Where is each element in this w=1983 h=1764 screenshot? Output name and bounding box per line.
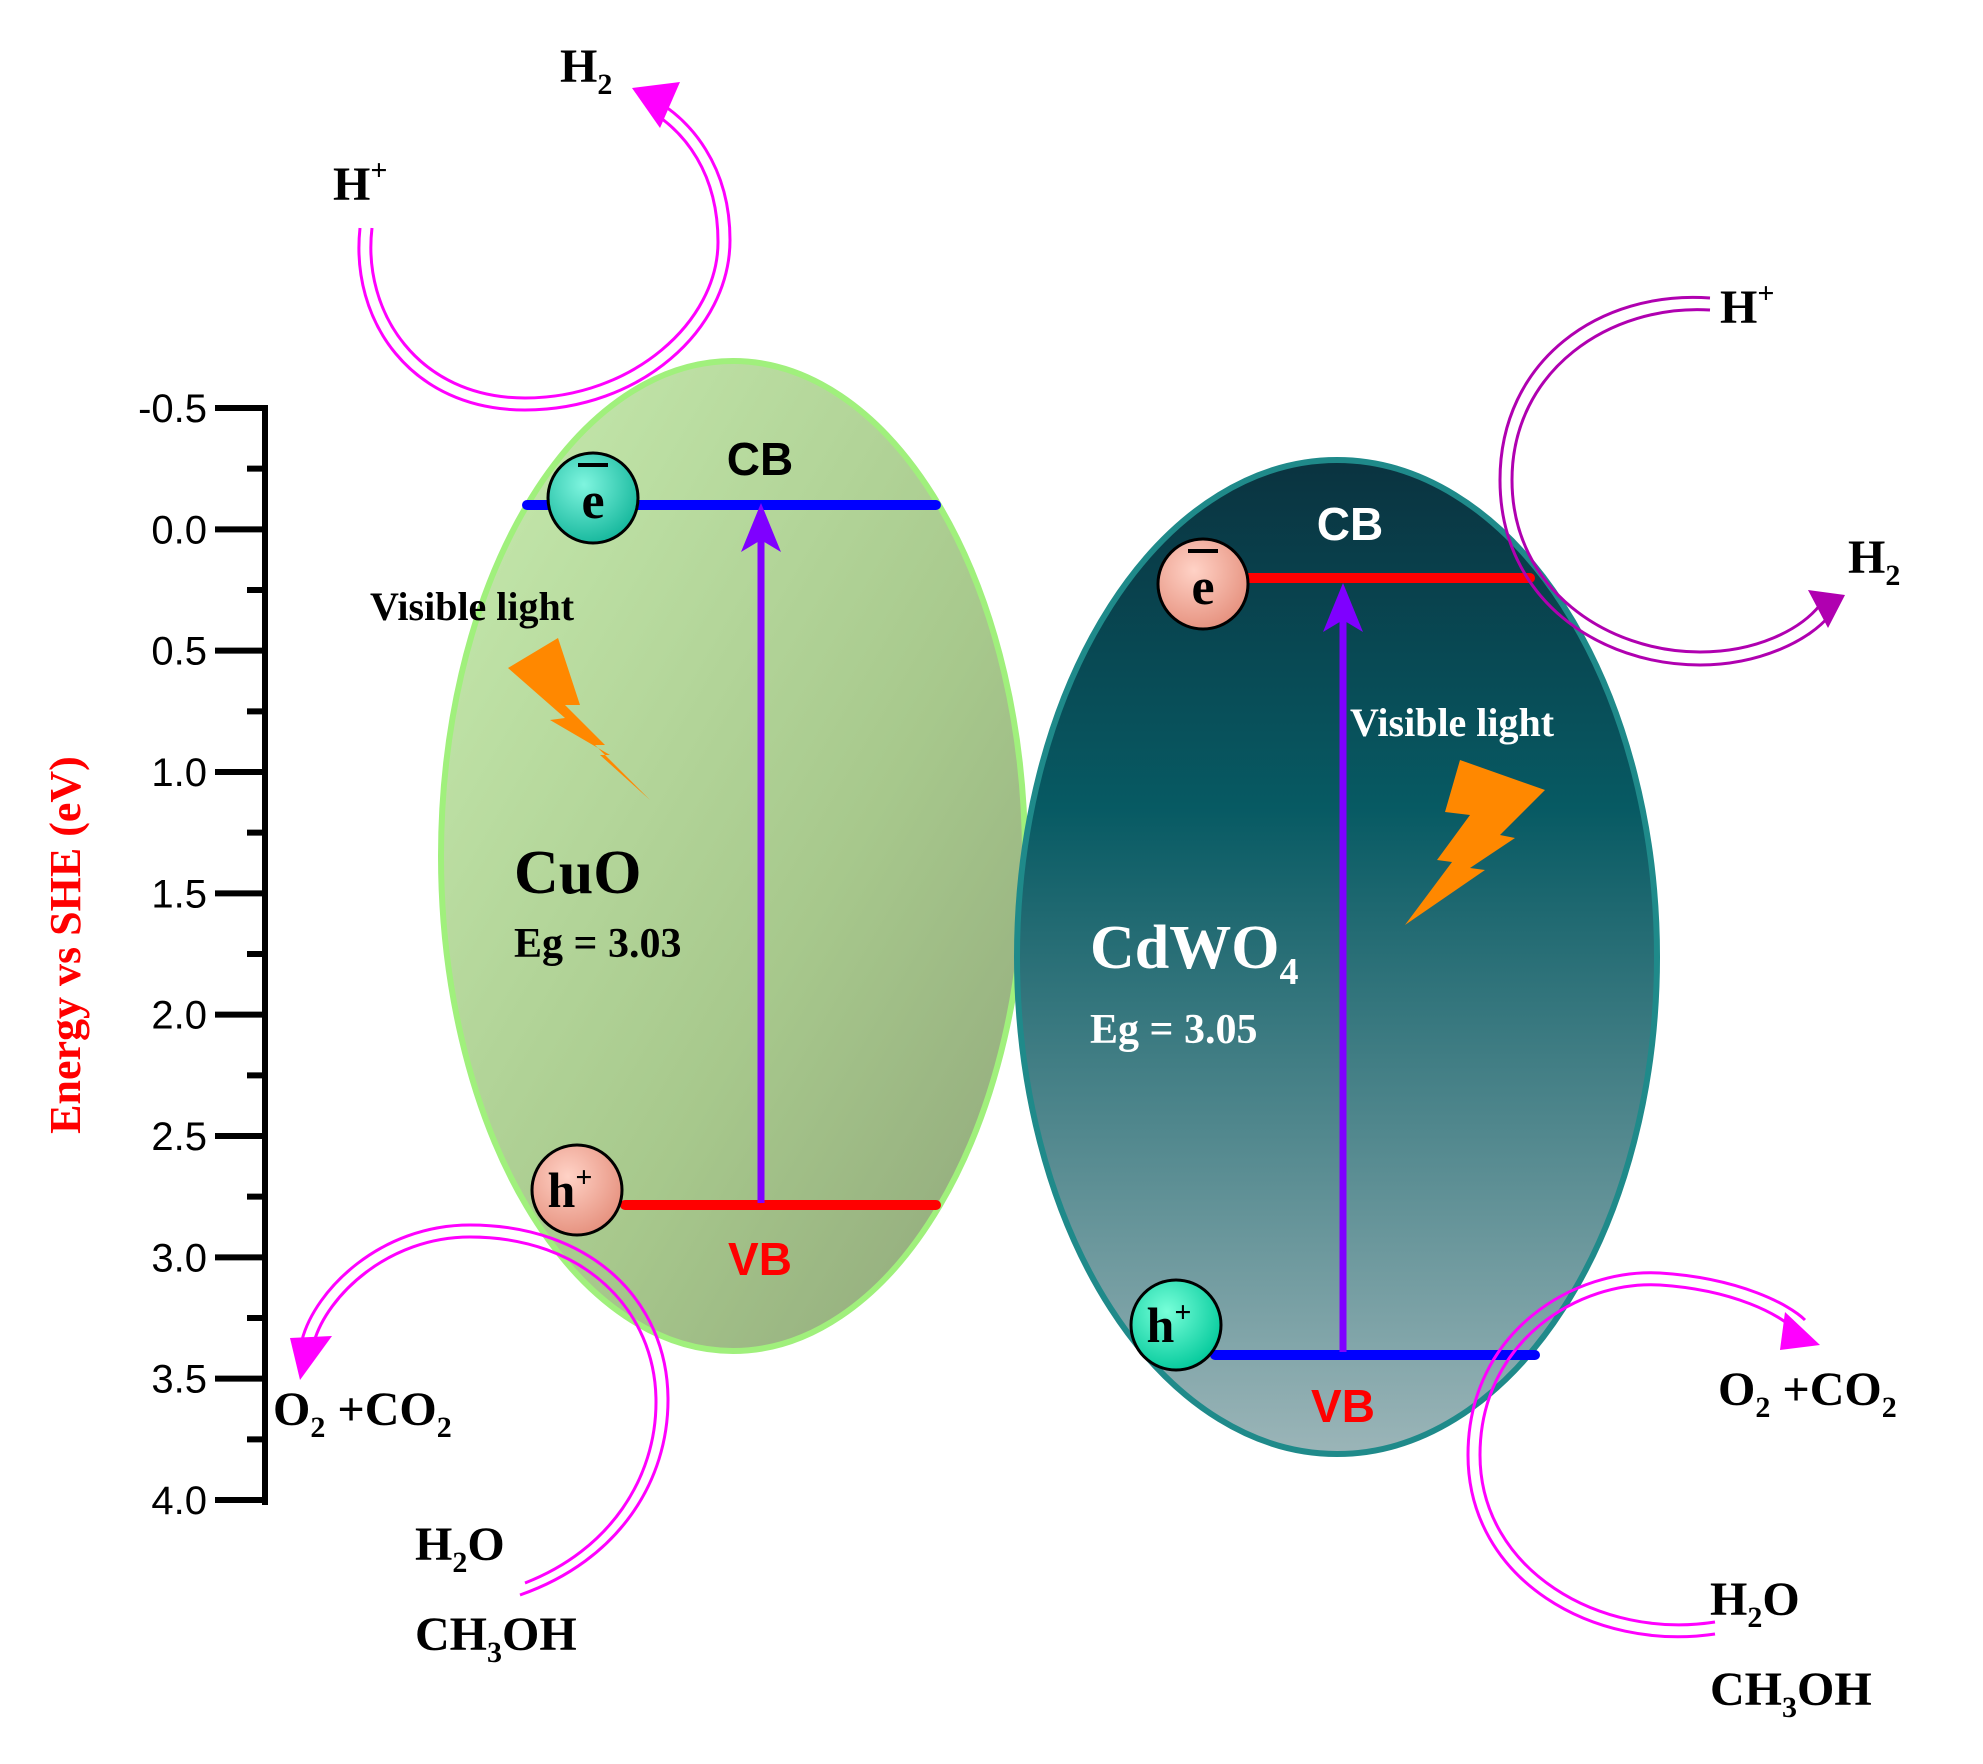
- cuo-hole: h+: [530, 1143, 624, 1237]
- cuo-vb-label: VB: [728, 1233, 792, 1285]
- cdwo4-vb-label: VB: [1311, 1380, 1375, 1432]
- cdwo4-cb-label: CB: [1317, 498, 1383, 550]
- axis-tick-label: 3.5: [151, 1358, 207, 1402]
- cdwo4-lightning-icon: [1405, 760, 1545, 925]
- cdwo4-semiconductor: CB VB e h+ Visible light CdWO4 Eg = 3.05: [1014, 457, 1660, 1457]
- axis-tick-label: 3.0: [151, 1236, 207, 1280]
- svg-text:h+: h+: [1147, 1296, 1192, 1353]
- right-products: O2 +CO2: [1718, 1363, 1897, 1424]
- cuo-eg: Eg = 3.03: [514, 921, 681, 967]
- cuo-lightning-icon: [508, 638, 650, 800]
- svg-text:e: e: [581, 473, 604, 530]
- cdwo4-name: CdWO4: [1090, 914, 1298, 993]
- cuo-light-label: Visible light: [370, 584, 575, 629]
- cdwo4-electron: e: [1156, 537, 1250, 631]
- left-top-reduction-arrow: [357, 82, 732, 412]
- cuo-cb-label: CB: [727, 433, 793, 485]
- left-top-hplus: H+: [333, 154, 387, 211]
- axis-tick-label: 2.5: [151, 1115, 207, 1159]
- left-products: O2 +CO2: [273, 1383, 452, 1444]
- svg-text:e: e: [1191, 559, 1214, 616]
- cuo-excitation-arrowhead: [741, 503, 781, 552]
- axis-tick-label: 4.0: [151, 1479, 207, 1523]
- left-reactant-water: H2O: [415, 1518, 505, 1579]
- cdwo4-ellipse: [1014, 457, 1660, 1457]
- cuo-semiconductor: CB VB e h+ Visible light CuO Eg = 3.03: [370, 358, 1028, 1354]
- axis-tick-label: 1.5: [151, 872, 207, 916]
- right-top-h2: H2: [1848, 531, 1900, 592]
- cdwo4-hole: h+: [1129, 1278, 1223, 1372]
- right-bottom-oxidation-arrow: [1466, 1271, 1820, 1639]
- cuo-electron: e: [546, 451, 640, 545]
- left-bottom-oxidation-arrow: [290, 1223, 670, 1597]
- axis-tick-label: 0.0: [151, 508, 207, 552]
- cdwo4-eg: Eg = 3.05: [1090, 1007, 1257, 1053]
- right-top-hplus: H+: [1720, 277, 1774, 334]
- axis-tick-label: 1.0: [151, 751, 207, 795]
- left-reactant-methanol: CH3OH: [415, 1608, 577, 1669]
- right-reactant-methanol: CH3OH: [1710, 1663, 1872, 1724]
- cuo-name: CuO: [514, 839, 641, 907]
- cdwo4-excitation-arrowhead: [1323, 583, 1363, 632]
- left-top-h2: H2: [560, 40, 612, 101]
- axis-tick-label: 2.0: [151, 994, 207, 1038]
- axis-tick-label: 0.5: [151, 630, 207, 674]
- energy-axis: -0.5 0.0 0.5 1.0 1.5 2.0 2.5 3.0 3.5 4.0 Energy v…: [41, 387, 268, 1523]
- cdwo4-light-label: Visible light: [1350, 700, 1555, 745]
- axis-ticks: -0.5 0.0 0.5 1.0 1.5 2.0 2.5 3.0 3.5 4.0: [138, 387, 265, 1523]
- right-top-reduction-arrow: [1498, 295, 1845, 667]
- axis-tick-label: -0.5: [138, 387, 207, 431]
- svg-text:h+: h+: [548, 1161, 593, 1218]
- axis-label: Energy vs SHE (eV): [41, 756, 90, 1134]
- right-reactant-water: H2O: [1710, 1573, 1800, 1634]
